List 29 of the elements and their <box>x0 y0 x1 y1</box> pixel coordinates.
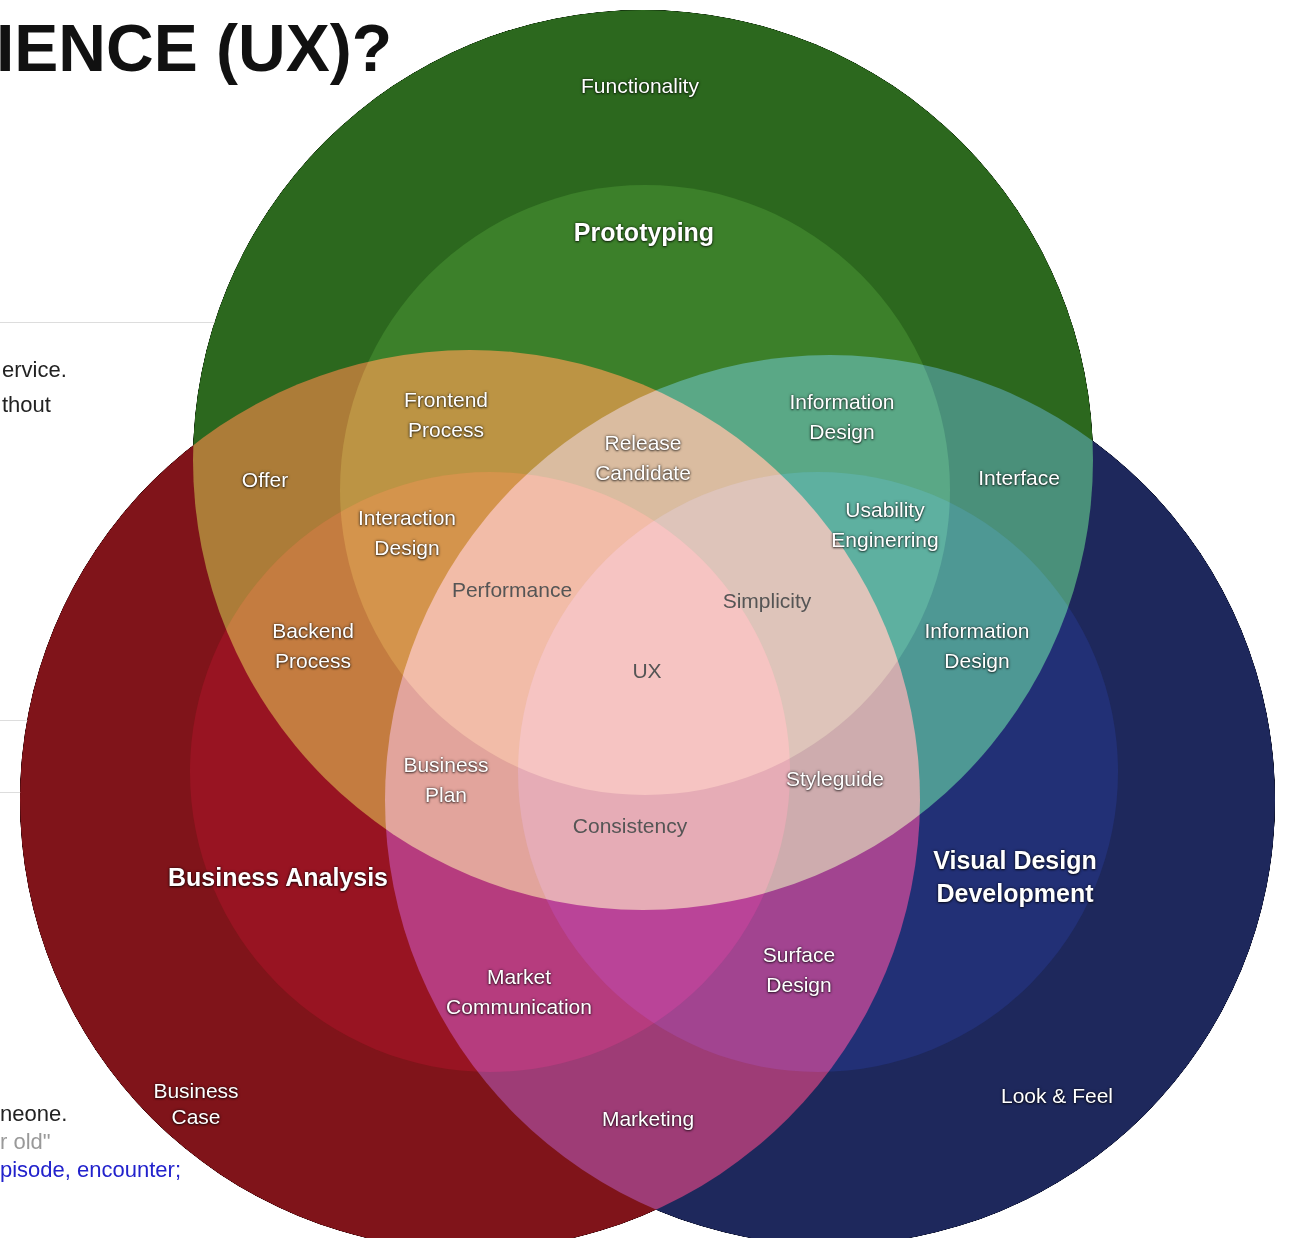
heading: IENCE (UX)? <box>0 10 392 87</box>
circle-label: Look & Feel <box>999 1083 1115 1109</box>
region-label: Interface <box>978 465 1060 491</box>
region-label: Information Design <box>788 389 896 445</box>
region-label: UX <box>632 658 662 684</box>
region-label: Performance <box>451 577 573 603</box>
page-text-fragment: thout <box>2 392 51 418</box>
region-label: Styleguide <box>785 766 885 792</box>
circle-label: Business Case <box>152 1078 240 1130</box>
page-text-fragment: r old" <box>0 1129 51 1155</box>
region-label: Business Plan <box>402 752 490 808</box>
region-label: Backend Process <box>271 618 355 674</box>
region-label: Simplicity <box>722 588 812 614</box>
region-label: Surface Design <box>761 942 837 998</box>
region-label: Frontend Process <box>402 387 490 443</box>
region-label: Market Communication <box>445 964 593 1020</box>
circle-label: Visual Design Development <box>932 845 1098 909</box>
circle-label: Functionality <box>580 73 700 99</box>
region-label: Information Design <box>923 618 1031 674</box>
region-label: Consistency <box>572 813 688 839</box>
region-label: Marketing <box>601 1106 695 1132</box>
page-text-fragment: neone. <box>0 1101 68 1127</box>
page-text-fragment: pisode, encounter; <box>0 1157 182 1183</box>
page-text-fragment: ervice. <box>2 357 67 383</box>
region-label: Interaction Design <box>356 505 458 561</box>
region-label: Release Candidate <box>594 430 692 486</box>
circle-label: Business Analysis <box>167 861 389 893</box>
circle-label: Prototyping <box>572 216 716 248</box>
region-label: Offer <box>241 467 289 493</box>
